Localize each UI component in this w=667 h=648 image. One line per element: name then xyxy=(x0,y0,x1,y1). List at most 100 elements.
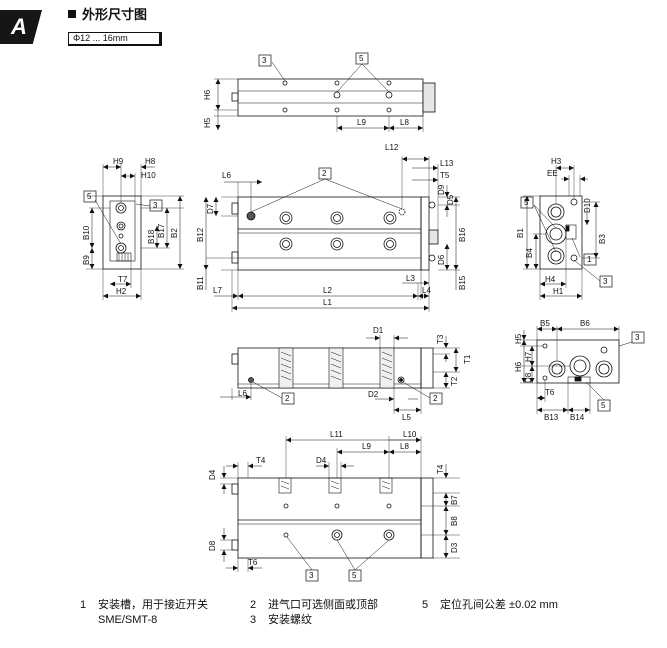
dim-label: D9 xyxy=(437,184,446,195)
callout-box xyxy=(631,331,645,344)
legend-number: 2 xyxy=(250,599,257,611)
dim-label: H6 xyxy=(203,89,212,100)
callout-number: 5 xyxy=(524,198,529,207)
dim-label: EE xyxy=(547,169,558,178)
dim-label: B7 xyxy=(450,495,459,505)
callout-number: 3 xyxy=(153,201,158,210)
dim-label: D8 xyxy=(524,372,533,383)
dim-label: H5 xyxy=(514,333,523,344)
callout-box xyxy=(305,569,319,582)
dim-label: B5 xyxy=(540,319,550,328)
dim-label: D4 xyxy=(208,469,217,480)
dim-label: B1 xyxy=(516,228,525,238)
dim-label: L12 xyxy=(385,143,399,152)
dim-label: D2 xyxy=(368,390,379,399)
dim-label: B16 xyxy=(458,227,467,242)
dim-label: T4 xyxy=(436,464,445,474)
view-right-end xyxy=(523,165,601,300)
dim-label: B4 xyxy=(525,248,534,258)
callout-number: 5 xyxy=(87,192,92,201)
dim-label: T6 xyxy=(545,388,555,397)
legend-text: 安装槽，用于接近开关 xyxy=(98,599,208,611)
dim-label: L3 xyxy=(406,274,415,283)
callout-box xyxy=(355,52,369,65)
dim-label: L11 xyxy=(330,430,343,439)
dim-label: H2 xyxy=(116,287,127,296)
dim-label: H1 xyxy=(553,287,564,296)
view-bottom xyxy=(220,436,460,572)
callout-box xyxy=(429,392,443,405)
dim-label: L6 xyxy=(238,389,247,398)
bullet-square-icon xyxy=(68,10,76,18)
dim-label: H4 xyxy=(545,275,556,284)
legend-item-5: 5 定位孔间公差 ±0.02 mm xyxy=(422,598,558,613)
callout-number: 5 xyxy=(359,54,364,63)
callout-number: 2 xyxy=(285,394,290,403)
dim-label: B2 xyxy=(170,228,179,238)
callout-box xyxy=(258,54,272,67)
callout-number: 5 xyxy=(601,401,606,410)
legend-text-continued: SME/SMT-8 xyxy=(98,614,158,626)
view-plate xyxy=(520,326,633,414)
dim-label: L9 xyxy=(357,118,366,127)
dim-label: T6 xyxy=(248,558,258,567)
size-range-box: Φ12 ... 16mm xyxy=(68,32,162,46)
legend-number: 1 xyxy=(80,599,87,611)
callout-number: 1 xyxy=(587,255,592,264)
callout-number: 3 xyxy=(309,571,314,580)
callout-box xyxy=(318,167,332,180)
callout-box xyxy=(281,392,295,405)
dim-label: H8 xyxy=(145,157,156,166)
dim-label: L8 xyxy=(400,118,409,127)
callout-number: 3 xyxy=(603,277,608,286)
dimension-drawing: H6 H5 L9 L8 3 5 xyxy=(82,52,645,582)
dim-label: D3 xyxy=(450,542,459,553)
legend-text: 进气口可选侧面或顶部 xyxy=(268,599,378,611)
callout-box xyxy=(348,569,362,582)
dim-label: B14 xyxy=(570,413,585,422)
dim-label: H9 xyxy=(113,157,124,166)
dim-label: L5 xyxy=(402,413,411,422)
view-top-labels: H6 H5 L9 L8 xyxy=(203,89,409,128)
dim-label: T3 xyxy=(436,334,445,344)
callout-box xyxy=(520,196,534,209)
callout-boxes-top xyxy=(258,52,369,67)
dim-label: L10 xyxy=(403,430,417,439)
dim-label: B3 xyxy=(598,234,607,244)
dim-label: D4 xyxy=(316,456,327,465)
dim-label: T2 xyxy=(450,376,459,386)
section-badge: A xyxy=(0,10,42,44)
dim-label: B6 xyxy=(580,319,590,328)
callout-number: 3 xyxy=(262,56,267,65)
legend-text: 定位孔间公差 ±0.02 mm xyxy=(440,599,558,611)
dim-label: H5 xyxy=(203,117,212,128)
dim-label: B9 xyxy=(82,255,91,265)
view-section xyxy=(220,335,460,414)
callout-number: 3 xyxy=(635,333,640,342)
dim-label: H3 xyxy=(551,157,562,166)
callout-box xyxy=(83,190,97,203)
view-front xyxy=(203,156,460,312)
dim-label: T1 xyxy=(463,354,472,364)
callout-box xyxy=(583,253,597,266)
dim-label: B15 xyxy=(458,275,467,290)
callout-number: 2 xyxy=(433,394,438,403)
dim-label: B12 xyxy=(196,227,205,242)
dim-label: B10 xyxy=(82,225,91,240)
dim-label: L9 xyxy=(362,442,371,451)
dim-label: T7 xyxy=(118,275,128,284)
dim-label: H6 xyxy=(514,361,523,372)
legend-number: 5 xyxy=(422,599,429,611)
dim-label: D7 xyxy=(206,203,215,214)
legend-item-1: 1 安装槽，用于接近开关 SME/SMT-8 xyxy=(80,598,208,628)
callout-number: 5 xyxy=(352,571,357,580)
dim-label: D1 xyxy=(373,326,384,335)
dim-label: L13 xyxy=(440,159,454,168)
callout-box xyxy=(149,199,163,212)
dim-label: L2 xyxy=(323,286,332,295)
legend-number: 3 xyxy=(250,614,257,626)
dim-label: L4 xyxy=(422,286,431,295)
callout-box xyxy=(599,275,613,288)
view-left-end xyxy=(86,164,184,300)
